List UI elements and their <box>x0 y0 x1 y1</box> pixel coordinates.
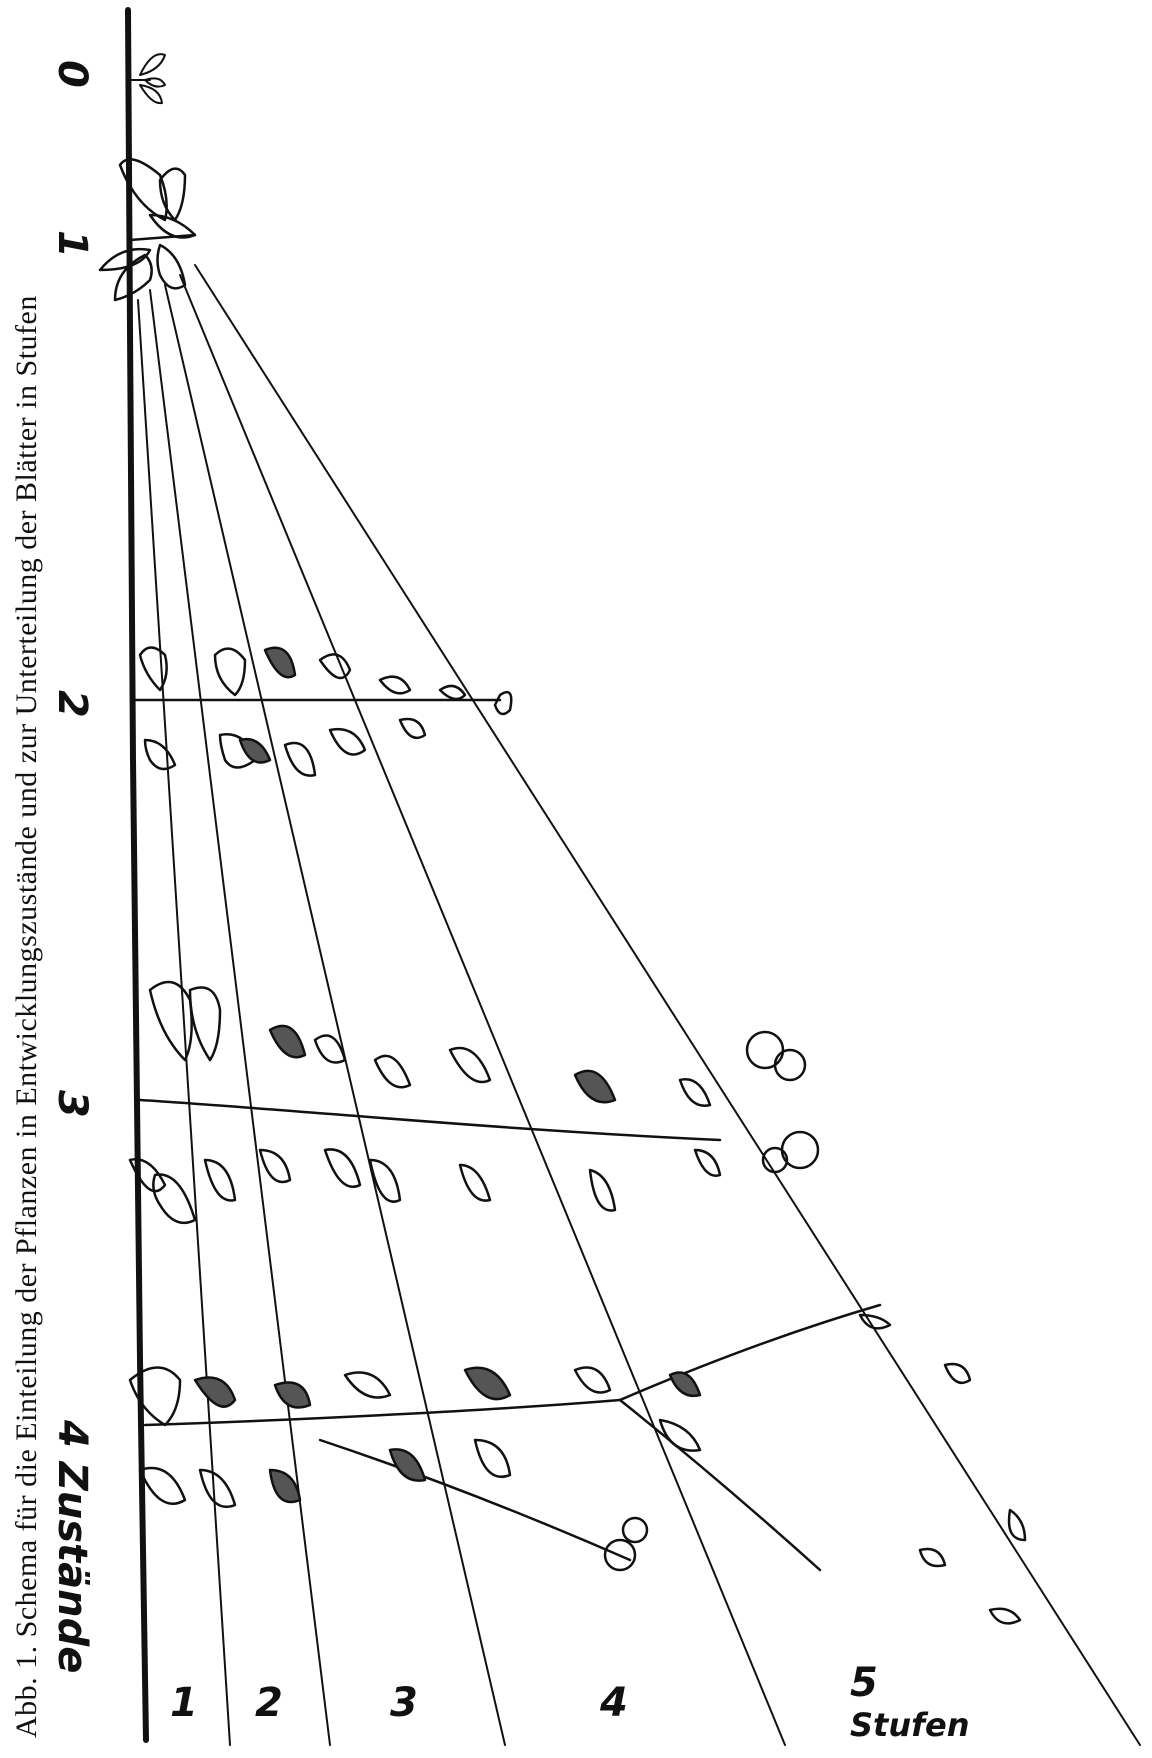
plant-state-4 <box>130 1305 1025 1623</box>
stage-label-1: 1 <box>170 1680 198 1726</box>
stage-line-2 <box>150 290 330 1745</box>
stage-label-5-number: 5 <box>850 1660 878 1706</box>
figure-caption: Abb. 1. Schema für die Einteilung der Pf… <box>10 0 70 1738</box>
plant-state-2 <box>135 648 511 776</box>
stage-label-5: 5 Stufen <box>850 1660 970 1744</box>
stage-label-3: 3 <box>390 1680 418 1726</box>
stage-line-1 <box>138 300 230 1745</box>
stage-label-stufen: Stufen <box>850 1706 970 1744</box>
plant-state-3 <box>130 982 818 1223</box>
stage-label-2: 2 <box>255 1680 283 1726</box>
stage-label-4: 4 <box>600 1680 628 1726</box>
stage-line-5 <box>195 265 1140 1745</box>
stage-line-4 <box>180 275 785 1745</box>
plant-state-0 <box>130 54 165 103</box>
baseline <box>128 10 146 1740</box>
